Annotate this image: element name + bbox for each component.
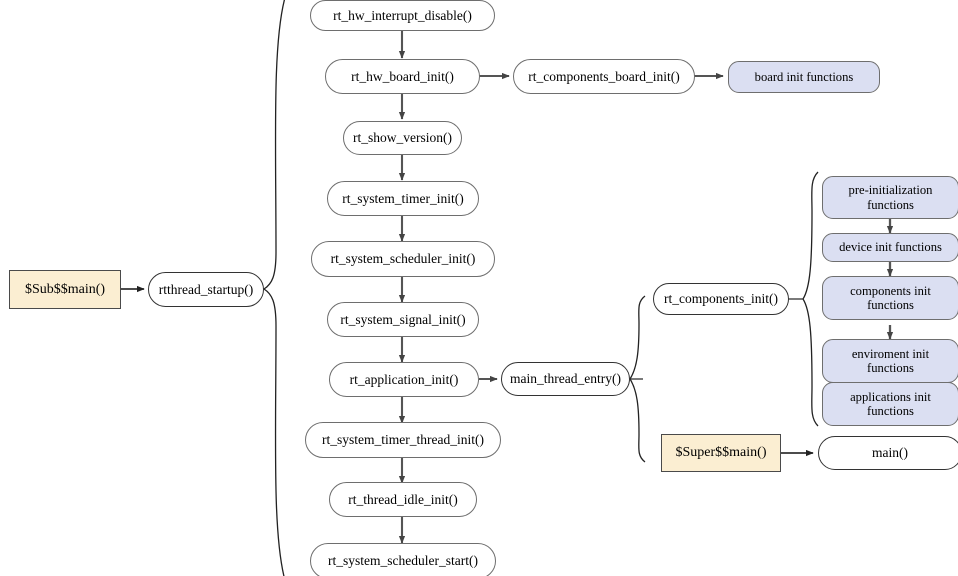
node-sub-main[interactable]: $Sub$$main()	[9, 270, 121, 309]
node-super-main-label: $Super$$main()	[675, 445, 767, 461]
node-main-thread-entry[interactable]: main_thread_entry()	[501, 362, 630, 396]
node-rt-components-init[interactable]: rt_components_init()	[653, 283, 789, 315]
node-rt-components-init-label: rt_components_init()	[664, 291, 778, 307]
node-board-init-functions-label: board init functions	[754, 69, 854, 84]
node-rt-thread-idle-init-label: rt_thread_idle_init()	[348, 491, 458, 507]
node-rt-system-timer-init-label: rt_system_timer_init()	[342, 190, 464, 206]
node-enviroment-init-functions-label: enviroment init functions	[851, 346, 930, 375]
node-rt-components-board-init[interactable]: rt_components_board_init()	[513, 59, 695, 94]
node-rtthread-startup[interactable]: rtthread_startup()	[148, 272, 264, 307]
node-rt-system-timer-thread-init[interactable]: rt_system_timer_thread_init()	[305, 422, 501, 458]
node-device-init-functions-label: device init functions	[839, 240, 942, 255]
node-rt-show-version-label: rt_show_version()	[353, 130, 452, 146]
node-pre-initialization-functions[interactable]: pre-initialization functions	[822, 176, 958, 219]
node-components-init-functions[interactable]: components init functions	[822, 276, 958, 320]
node-rt-system-signal-init-label: rt_system_signal_init()	[340, 311, 466, 327]
node-components-init-functions-label: components init functions	[850, 283, 931, 312]
node-rt-system-scheduler-init-label: rt_system_scheduler_init()	[330, 251, 476, 267]
node-rt-application-init-label: rt_application_init()	[349, 371, 459, 387]
node-rt-hw-interrupt-disable[interactable]: rt_hw_interrupt_disable()	[310, 0, 495, 31]
node-rt-system-timer-init[interactable]: rt_system_timer_init()	[327, 181, 479, 216]
node-rt-show-version[interactable]: rt_show_version()	[343, 121, 462, 155]
node-rt-hw-interrupt-disable-label: rt_hw_interrupt_disable()	[333, 7, 472, 23]
node-rt-system-scheduler-init[interactable]: rt_system_scheduler_init()	[311, 241, 495, 277]
node-enviroment-init-functions[interactable]: enviroment init functions	[822, 339, 958, 383]
node-rtthread-startup-label: rtthread_startup()	[158, 281, 254, 297]
node-rt-hw-board-init[interactable]: rt_hw_board_init()	[325, 59, 480, 94]
node-main-label: main()	[872, 445, 908, 461]
brace-main-thread-entry	[629, 295, 646, 463]
node-rt-system-signal-init[interactable]: rt_system_signal_init()	[327, 302, 479, 337]
node-rt-system-timer-thread-init-label: rt_system_timer_thread_init()	[322, 432, 484, 448]
node-rt-components-board-init-label: rt_components_board_init()	[528, 68, 680, 84]
node-rt-system-scheduler-start[interactable]: rt_system_scheduler_start()	[310, 543, 496, 576]
node-board-init-functions[interactable]: board init functions	[728, 61, 880, 93]
node-pre-initialization-functions-label: pre-initialization functions	[848, 183, 933, 212]
node-device-init-functions[interactable]: device init functions	[822, 233, 958, 262]
node-rt-hw-board-init-label: rt_hw_board_init()	[351, 68, 454, 84]
node-rt-thread-idle-init[interactable]: rt_thread_idle_init()	[329, 482, 477, 517]
node-main[interactable]: main()	[818, 436, 958, 470]
node-rt-application-init[interactable]: rt_application_init()	[329, 362, 479, 397]
node-super-main[interactable]: $Super$$main()	[661, 434, 781, 472]
node-applications-init-functions-label: applications init functions	[850, 389, 931, 418]
node-rt-system-scheduler-start-label: rt_system_scheduler_start()	[328, 553, 478, 569]
node-sub-main-label: $Sub$$main()	[24, 281, 106, 297]
node-main-thread-entry-label: main_thread_entry()	[510, 371, 621, 387]
node-applications-init-functions[interactable]: applications init functions	[822, 382, 958, 426]
